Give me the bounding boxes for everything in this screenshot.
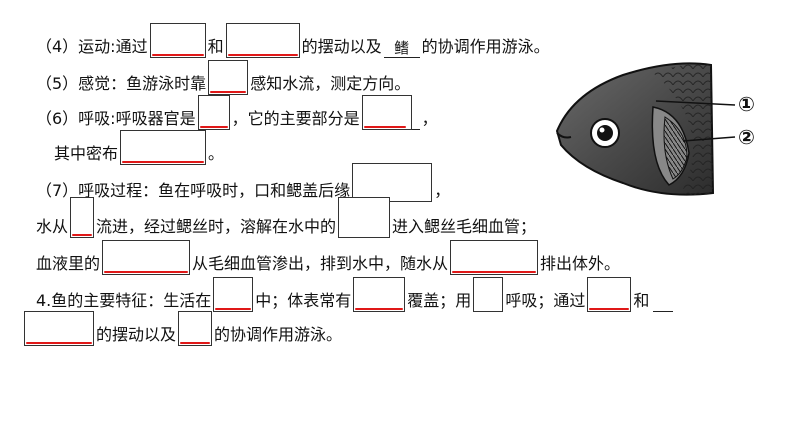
text: 和 [207,37,224,56]
line-water-flow: 水从 流进，经过鳃丝时，溶解在水中的 进入鳃丝毛细血管； [36,196,537,239]
answer-text: 鳍 [394,38,410,57]
text: （6）呼吸:呼吸器官是 [36,109,196,128]
line-movement: 的摆动以及 的协调作用游泳。 [22,310,343,347]
gill-filaments [663,116,688,180]
text: ， [421,109,438,128]
text: （5）感觉：鱼游泳时靠 [36,74,207,93]
answer-blank[interactable] [178,310,213,346]
text: （7）呼吸过程：鱼在呼吸时，口和鳃盖后缘 [36,181,351,200]
answer-blank[interactable] [587,276,632,312]
text: 覆盖；用 [407,291,472,310]
text: 呼吸；通过 [505,291,586,310]
text: 的摆动以及 [96,325,177,344]
answer-blank-filled: 鳍 [383,37,420,58]
line-fish-features: 4.鱼的主要特征：生活在 中；体表常有 覆盖；用 呼吸；通过 和 [36,276,675,313]
line-breathing: （6）呼吸:呼吸器官是 ，它的主要部分是 ， [36,94,438,131]
answer-blank[interactable] [653,291,674,312]
answer-blank[interactable] [338,196,391,238]
text: （4）运动:通过 [36,37,148,56]
fish-head-illustration [555,62,736,196]
line-capillaries: 其中密布 。 [54,129,225,166]
line-process: （7）呼吸过程：鱼在呼吸时，口和鳃盖后缘 ， [36,162,451,203]
text: 进入鳃丝毛细血管； [392,217,537,236]
answer-blank[interactable] [102,239,191,275]
text: ，它的主要部分是 [231,109,360,128]
line-sense: （5）感觉：鱼游泳时靠 感知水流，测定方向。 [36,59,411,96]
answer-blank[interactable] [352,162,433,202]
text: 4.鱼的主要特征：生活在 [36,291,212,310]
answer-blank[interactable] [213,276,254,312]
answer-blank[interactable] [473,276,504,312]
line-motion: （4）运动:通过 和 的摆动以及 鳍 的协调作用游泳。 [36,22,550,59]
answer-blank[interactable] [353,276,406,312]
answer-blank[interactable] [225,22,300,58]
answer-blank[interactable] [24,310,94,346]
text: 水从 [36,217,69,236]
fish-mouth [556,132,572,139]
text: 的协调作用游泳。 [421,37,550,56]
text: 的协调作用游泳。 [214,325,343,344]
answer-blank[interactable] [120,129,207,165]
text: 排出体外。 [540,254,621,273]
text: 感知水流，测定方向。 [250,74,411,93]
figure-label-1: ① [738,92,755,116]
answer-blank[interactable] [70,196,95,238]
text: ， [434,181,451,200]
answer-blank[interactable] [450,239,539,275]
answer-blank[interactable] [208,59,249,95]
answer-blank[interactable] [361,94,420,130]
fish-scales [653,64,713,195]
text: 血液里的 [36,254,101,273]
pointer-line-2 [682,136,736,142]
text: 的摆动以及 [301,37,382,56]
figure-label-2: ② [738,125,755,149]
text: 从毛细血管渗出，排到水中，随水从 [192,254,449,273]
text: 。 [208,144,225,163]
text: 流进，经过鳃丝时，溶解在水中的 [96,217,337,236]
text: 和 [633,291,650,310]
text: 其中密布 [54,144,119,163]
answer-blank[interactable] [149,22,206,58]
pointer-line-1 [655,100,736,106]
text: 中；体表常有 [255,291,352,310]
answer-blank[interactable] [197,94,230,130]
line-blood: 血液里的 从毛细血管渗出，排到水中，随水从 排出体外。 [36,239,621,276]
